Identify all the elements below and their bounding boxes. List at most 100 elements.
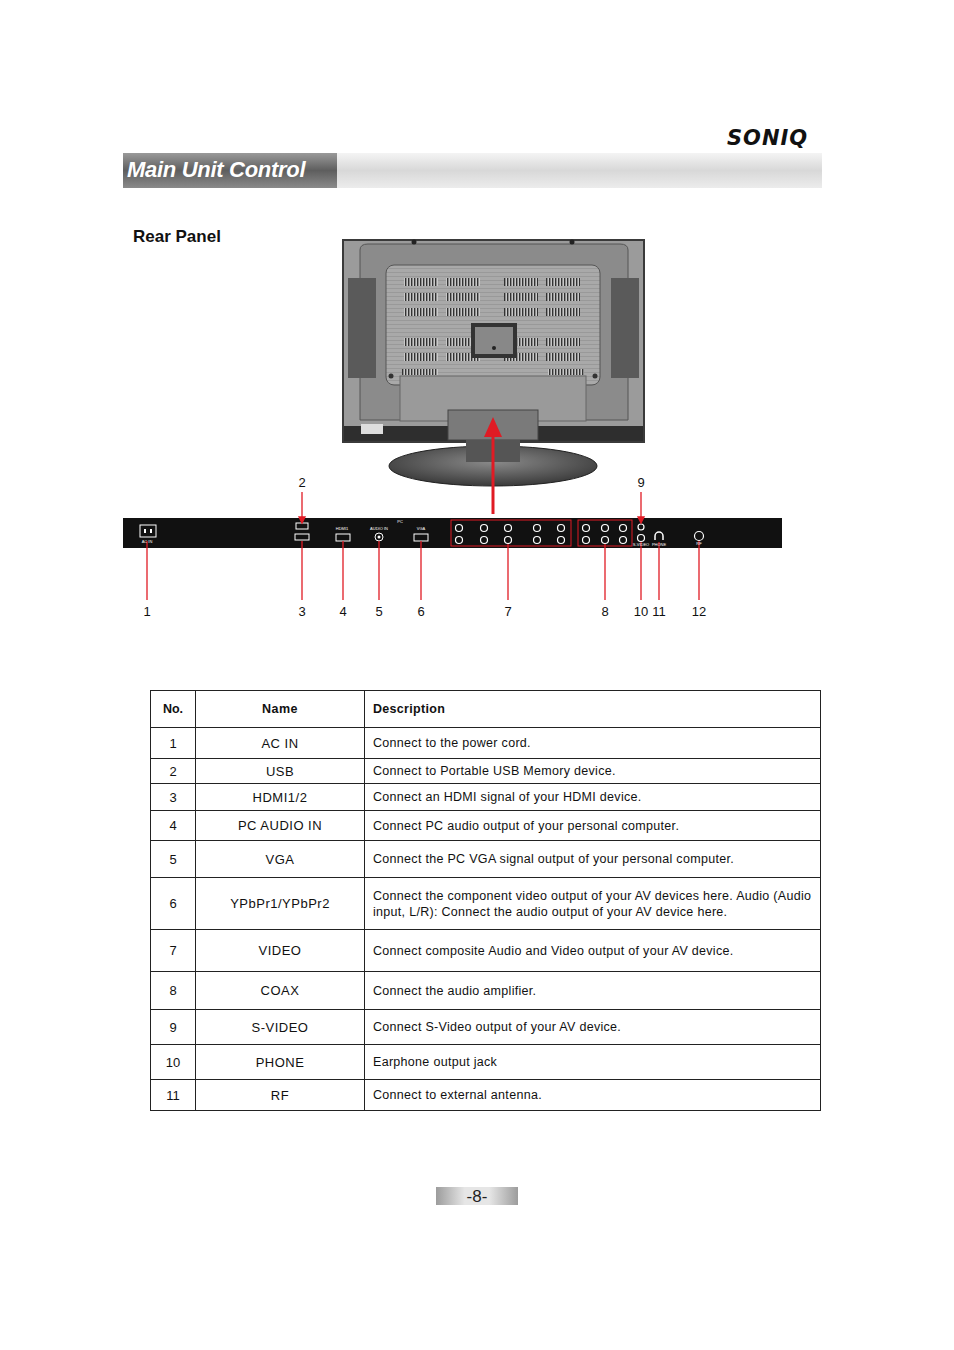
callout-number: 8 — [601, 604, 608, 619]
cell-text: 11 — [166, 1088, 180, 1103]
table-cell: 4 — [151, 811, 196, 841]
cell-text: PC AUDIO IN — [238, 818, 322, 833]
cell-text: Connect the PC VGA signal output of your… — [373, 852, 734, 866]
table-cell: 3 — [151, 784, 196, 811]
table-row: 4 PC AUDIO IN Connect PC audio output of y… — [151, 811, 821, 841]
cell-text: HDMI1/2 — [253, 790, 308, 805]
cell-text: VGA — [266, 852, 295, 867]
table-cell: 7 — [151, 930, 196, 972]
table-cell: AC IN — [196, 728, 365, 759]
cell-text: 2 — [169, 764, 176, 779]
callout-number: 4 — [339, 604, 346, 619]
cell-text: 4 — [169, 818, 176, 833]
callout-number: 5 — [375, 604, 382, 619]
section-heading: Rear Panel — [133, 227, 221, 247]
table-cell: 2 — [151, 759, 196, 784]
table-cell: PHONE — [196, 1045, 365, 1080]
cell-text: Connect the audio amplifier. — [373, 984, 536, 998]
table-row: No. Name Description — [151, 691, 821, 728]
table-cell: Connect composite Audio and Video output… — [365, 930, 821, 972]
cell-text: Description — [373, 702, 445, 716]
cell-text: 5 — [169, 852, 176, 867]
port-label: PHONE — [652, 543, 666, 547]
cell-text: Connect an HDMI signal of your HDMI devi… — [373, 790, 642, 804]
table-cell: COAX — [196, 972, 365, 1010]
cell-text: AC IN — [261, 736, 298, 751]
table-cell: 10 — [151, 1045, 196, 1080]
table-row: 3 HDMI1/2 Connect an HDMI signal of your H… — [151, 784, 821, 811]
table-cell: HDMI1/2 — [196, 784, 365, 811]
cell-text: USB — [266, 764, 294, 779]
table-row: 1 AC IN Connect to the power cord. — [151, 728, 821, 759]
page-number: -8- — [467, 1188, 488, 1205]
table-cell: Connect the PC VGA signal output of your… — [365, 841, 821, 878]
cell-text: 9 — [169, 1020, 176, 1035]
table-cell: Connect PC audio output of your personal… — [365, 811, 821, 841]
table-cell: Connect to external antenna. — [365, 1080, 821, 1111]
port-label: S-VIDEO — [633, 543, 649, 547]
table-row: 8 COAX Connect the audio amplifier. — [151, 972, 821, 1010]
cell-text: Connect to external antenna. — [373, 1088, 542, 1102]
cell-text: Earphone output jack — [373, 1055, 497, 1069]
cell-text: Connect composite Audio and Video output… — [373, 944, 734, 958]
table-cell: USB — [196, 759, 365, 784]
table-cell: 8 — [151, 972, 196, 1010]
cell-text: Connect PC audio output of your personal… — [373, 819, 679, 833]
table-row: 10 PHONE Earphone output jack — [151, 1045, 821, 1080]
table-cell: Connect the audio amplifier. — [365, 972, 821, 1010]
cell-text: 6 — [169, 896, 176, 911]
callout-number: 12 — [692, 604, 706, 619]
table-cell: RF — [196, 1080, 365, 1111]
spec-table: No. Name Description 1 AC IN Connect to the p… — [150, 690, 821, 1111]
table-row: 5 VGA Connect the PC VGA signal output of … — [151, 841, 821, 878]
callout-number: 9 — [637, 475, 644, 490]
callout-number: 2 — [298, 475, 305, 490]
cell-text: 3 — [169, 790, 176, 805]
cell-text: Connect the component video output of yo… — [373, 889, 811, 919]
table-row: 11 RF Connect to external antenna. — [151, 1080, 821, 1111]
cell-text: YPbPr1/YPbPr2 — [230, 896, 330, 911]
table-cell: Connect to Portable USB Memory device. — [365, 759, 821, 784]
table-cell: 6 — [151, 878, 196, 930]
table-cell: Name — [196, 691, 365, 728]
table-cell: YPbPr1/YPbPr2 — [196, 878, 365, 930]
cell-text: VIDEO — [259, 943, 302, 958]
port-label: HDMI1 — [336, 527, 348, 531]
cell-text: 10 — [166, 1055, 180, 1070]
port-label: RF — [696, 542, 701, 546]
table-cell: Earphone output jack — [365, 1045, 821, 1080]
table-cell: Description — [365, 691, 821, 728]
table-cell: 1 — [151, 728, 196, 759]
table-cell: No. — [151, 691, 196, 728]
cell-text: 1 — [169, 736, 176, 751]
cell-text: No. — [163, 702, 183, 716]
table-cell: 9 — [151, 1010, 196, 1045]
cell-text: 7 — [169, 943, 176, 958]
port-label: AUDIO IN — [370, 527, 388, 531]
callout-number: 6 — [417, 604, 424, 619]
brand-logo: SONIQ — [727, 126, 808, 150]
section-title: Main Unit Control — [127, 157, 305, 183]
callout-number: 7 — [504, 604, 511, 619]
port-label: AC IN — [142, 540, 153, 544]
table-cell: Connect to the power cord. — [365, 728, 821, 759]
table-cell: 11 — [151, 1080, 196, 1111]
port-label: VGA — [417, 527, 425, 531]
table-cell: 5 — [151, 841, 196, 878]
cell-text: RF — [271, 1088, 289, 1103]
table-cell: Connect the component video output of yo… — [365, 878, 821, 930]
table-row: 6 YPbPr1/YPbPr2 Connect the component vide… — [151, 878, 821, 930]
callout-number: 1 — [143, 604, 150, 619]
callout-number: 10 — [634, 604, 648, 619]
cell-text: Name — [262, 702, 298, 716]
cell-text: COAX — [261, 983, 300, 998]
table-cell: Connect S-Video output of your AV device… — [365, 1010, 821, 1045]
table-row: 9 S-VIDEOConnect S-Video output of your A… — [151, 1010, 821, 1045]
callout-number: 3 — [298, 604, 305, 619]
cell-text: Connect to Portable USB Memory device. — [373, 764, 616, 778]
table-cell: S-VIDEO — [196, 1010, 365, 1045]
table-cell: VIDEO — [196, 930, 365, 972]
page-number-box: -8- — [436, 1187, 518, 1205]
cell-text: Connect to the power cord. — [373, 736, 531, 750]
